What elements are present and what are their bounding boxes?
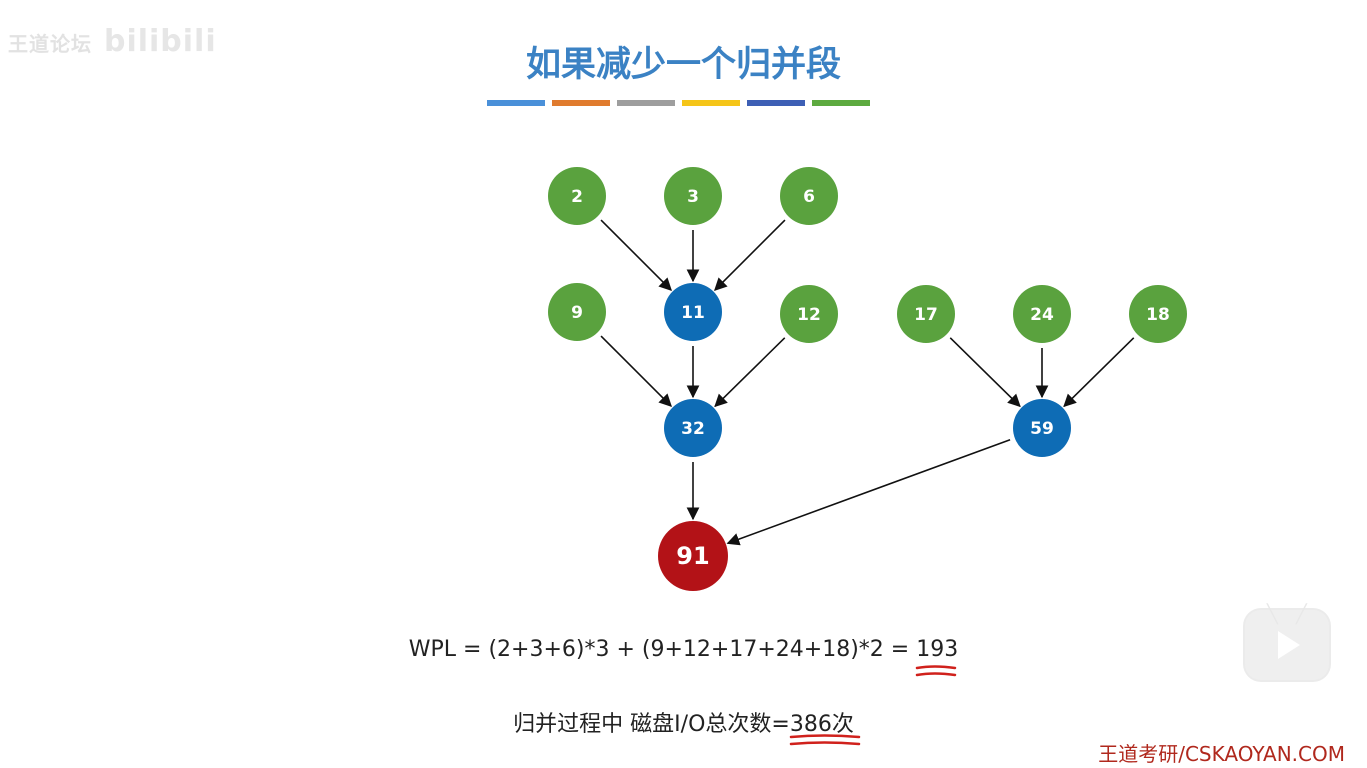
play-button[interactable]: ╲ ╱ [1243,604,1331,682]
tree-node-12: 12 [780,285,838,343]
tree-edge-arrow [726,438,1011,546]
tree-node-91: 91 [658,521,728,591]
tree-node-circle [548,283,606,341]
watermark: 王道论坛 bilibili [8,24,217,59]
tree-node-32: 32 [664,399,722,457]
tree-node-6: 6 [780,167,838,225]
bilibili-logo-icon: bilibili [103,24,217,59]
tree-node-label: 6 [803,187,815,207]
tree-edge-arrow [714,337,786,408]
color-bar-segment [682,100,740,106]
tree-node-label: 9 [571,303,583,323]
tree-node-label: 11 [681,303,705,323]
tree-node-circle [1129,285,1187,343]
color-bar-segment [552,100,610,106]
tree-node-59: 59 [1013,399,1071,457]
wpl-result-highlight: 193 [915,637,959,677]
color-bar-segment [812,100,870,106]
tree-node-2: 2 [548,167,606,225]
tree-node-circle [664,283,722,341]
wpl-expression: WPL = (2+3+6)*3 + (9+12+17+24+18)*2 = [408,637,917,662]
color-bar-segment [747,100,805,106]
title-color-bar [487,100,870,106]
tree-edge-arrow [1063,337,1135,408]
red-underline-icon [915,665,957,677]
tree-node-circle [1013,399,1071,457]
play-icon [1278,631,1300,659]
tree-node-circle [897,285,955,343]
tree-node-circle [548,167,606,225]
io-count-label: 归并过程中 磁盘I/O总次数= [513,712,790,737]
tree-edge-arrow [949,337,1021,408]
tree-node-circle [664,399,722,457]
tree-node-label: 12 [797,305,821,325]
color-bar-segment [617,100,675,106]
tree-node-circle [664,167,722,225]
tree-node-11: 11 [664,283,722,341]
slide-title: 如果减少一个归并段 [525,45,841,85]
red-underline-icon [789,734,861,746]
io-result: 386次 [789,712,854,737]
tree-node-3: 3 [664,167,722,225]
tree-edge-arrow [600,335,672,407]
tree-node-label: 24 [1030,305,1054,325]
wpl-result: 193 [916,637,959,662]
tree-node-17: 17 [897,285,955,343]
color-bar-segment [487,100,545,106]
tree-edge-arrow [600,219,672,291]
tv-ears-icon: ╲ ╱ [1267,604,1307,625]
tree-edge-arrow [714,219,786,291]
tree-node-label: 59 [1030,419,1054,439]
tree-node-9: 9 [548,283,606,341]
tree-node-circle [780,167,838,225]
tree-node-label: 17 [914,305,938,325]
tree-node-label: 18 [1146,305,1170,325]
wpl-formula: WPL = (2+3+6)*3 + (9+12+17+24+18)*2 = 19… [0,637,1367,677]
io-count-text: 归并过程中 磁盘I/O总次数=386次 [0,706,1367,746]
tree-node-18: 18 [1129,285,1187,343]
io-result-highlight: 386次 [789,706,861,746]
tree-node-label: 3 [687,187,699,207]
tree-node-label: 91 [676,542,709,570]
watermark-text: 王道论坛 [8,32,92,56]
tree-node-24: 24 [1013,285,1071,343]
tree-node-circle [780,285,838,343]
tree-node-label: 2 [571,187,583,207]
footer-brand: 王道考研/CSKAOYAN.COM [1098,742,1345,766]
tree-node-label: 32 [681,419,705,439]
tree-node-circle [1013,285,1071,343]
tree-node-circle [658,521,728,591]
